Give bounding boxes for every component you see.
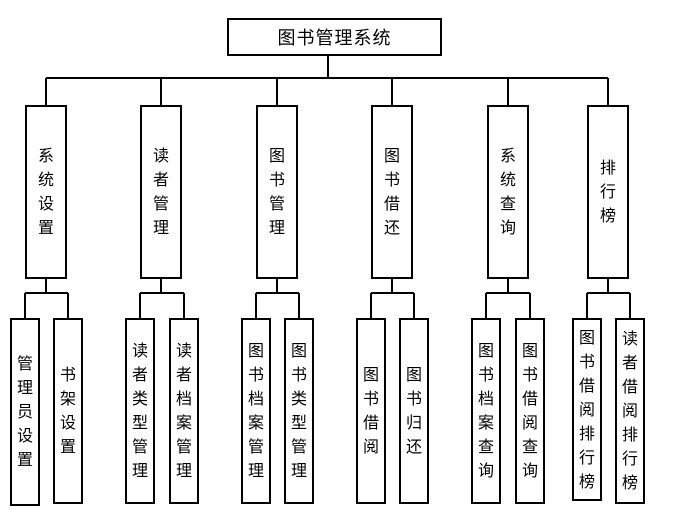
child-node-2-0: 图书档案管理 xyxy=(241,318,271,504)
module-node-3: 图书借还 xyxy=(371,105,413,279)
module-node-2: 图书管理 xyxy=(256,105,298,279)
child-node-1-0: 读者类型管理 xyxy=(125,318,155,504)
module-node-0: 系统设置 xyxy=(25,105,67,279)
child-node-5-0: 图书借阅排行榜 xyxy=(572,318,602,501)
child-node-4-1: 图书借阅查询 xyxy=(515,318,545,504)
child-node-1-1: 读者档案管理 xyxy=(169,318,199,504)
module-node-5: 排行榜 xyxy=(587,105,629,279)
child-node-5-1: 读者借阅排行榜 xyxy=(615,318,645,504)
child-node-0-0: 管理员设置 xyxy=(10,318,40,506)
child-node-4-0: 图书档案查询 xyxy=(471,318,501,504)
child-node-3-1: 图书归还 xyxy=(399,318,429,504)
module-node-4: 系统查询 xyxy=(487,105,529,279)
child-node-0-1: 书架设置 xyxy=(53,318,83,504)
module-node-1: 读者管理 xyxy=(140,105,182,279)
root-node: 图书管理系统 xyxy=(227,18,442,56)
child-node-2-1: 图书类型管理 xyxy=(284,318,314,504)
child-node-3-0: 图书借阅 xyxy=(356,318,386,504)
